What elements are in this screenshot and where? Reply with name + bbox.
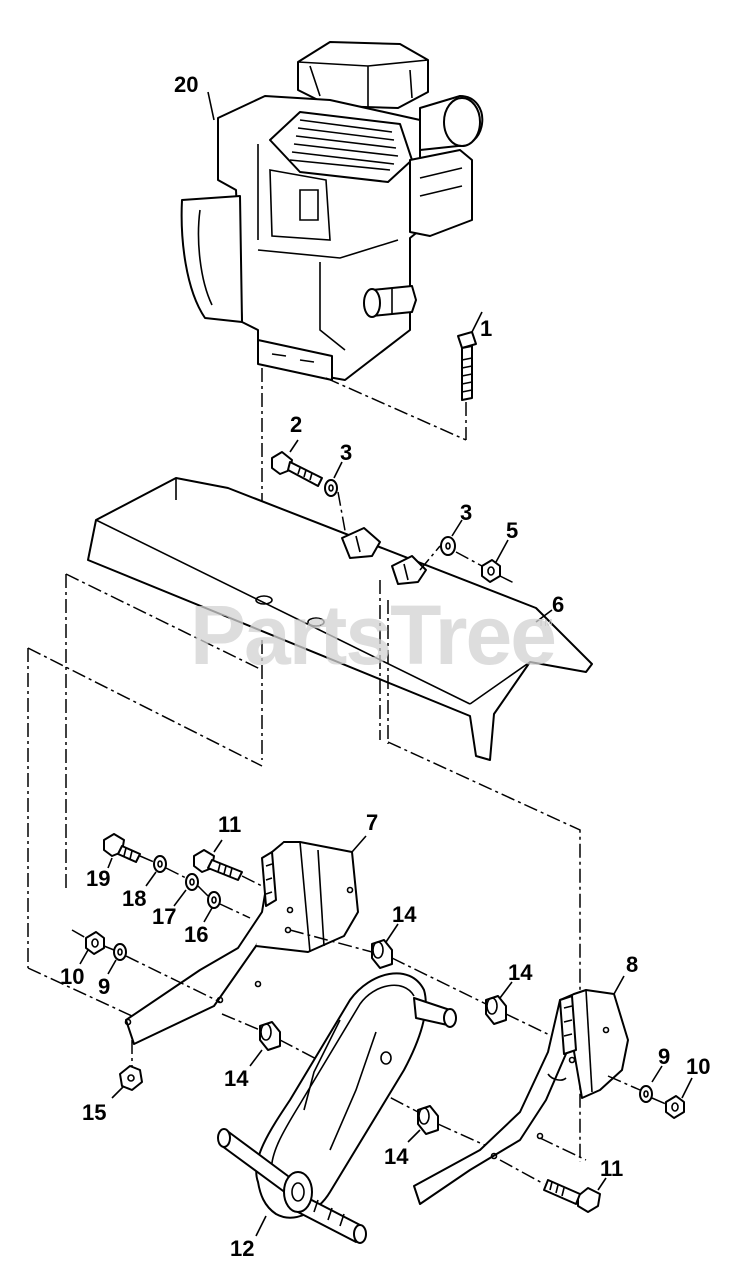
callout-9a: 9 xyxy=(98,974,110,999)
callout-2: 2 xyxy=(290,412,302,437)
callout-11b: 11 xyxy=(600,1156,623,1181)
nut-5[interactable] xyxy=(481,559,501,583)
engine[interactable] xyxy=(180,41,484,381)
spacer-14c[interactable] xyxy=(259,1021,281,1051)
watermark-trademark: TM xyxy=(538,618,552,629)
nut-15[interactable] xyxy=(119,1065,143,1091)
spacer-14a[interactable] xyxy=(371,939,393,969)
callout-14a: 14 xyxy=(392,902,417,927)
washer-9a[interactable] xyxy=(113,943,127,961)
washer-3b[interactable] xyxy=(440,536,456,556)
watermark: PartsTree xyxy=(190,588,555,682)
right-side-plate[interactable] xyxy=(413,989,629,1205)
washer-9b[interactable] xyxy=(639,1085,653,1103)
callout-labels: 20 1 2 3 3 5 6 7 11 19 18 17 16 14 14 14… xyxy=(60,72,710,1261)
bolt-19[interactable] xyxy=(103,833,141,863)
callout-3b: 3 xyxy=(460,500,472,525)
callout-6: 6 xyxy=(552,592,564,617)
callout-10b: 10 xyxy=(686,1054,710,1079)
spacer-14b[interactable] xyxy=(485,995,507,1025)
callout-19: 19 xyxy=(86,866,110,891)
spacer-14d[interactable] xyxy=(417,1105,439,1135)
callout-18: 18 xyxy=(122,886,146,911)
callout-16: 16 xyxy=(184,922,208,947)
callout-14b: 14 xyxy=(508,960,533,985)
callout-12: 12 xyxy=(230,1236,254,1261)
callout-9b: 9 xyxy=(658,1044,670,1069)
callout-10a: 10 xyxy=(60,964,84,989)
callout-1: 1 xyxy=(480,316,492,341)
washer-18[interactable] xyxy=(153,855,167,873)
nut-10a[interactable] xyxy=(85,931,105,955)
callout-14d: 14 xyxy=(384,1144,409,1169)
bolt-11b[interactable] xyxy=(543,1179,601,1213)
callout-3a: 3 xyxy=(340,440,352,465)
callout-11a: 11 xyxy=(218,812,241,837)
bolt-1[interactable] xyxy=(457,331,477,401)
callout-15: 15 xyxy=(82,1100,106,1125)
washer-17[interactable] xyxy=(185,873,199,891)
callout-17: 17 xyxy=(152,904,176,929)
tine-shield[interactable] xyxy=(87,477,593,761)
bolt-2[interactable] xyxy=(271,451,323,487)
callout-14c: 14 xyxy=(224,1066,249,1091)
callout-20: 20 xyxy=(174,72,198,97)
callout-5: 5 xyxy=(506,518,518,543)
callout-7: 7 xyxy=(366,810,378,835)
washer-16[interactable] xyxy=(207,891,221,909)
nut-10b[interactable] xyxy=(665,1095,685,1119)
left-side-plate[interactable] xyxy=(124,841,359,1045)
transmission[interactable] xyxy=(217,972,457,1244)
washer-3a[interactable] xyxy=(324,479,338,497)
callout-8: 8 xyxy=(626,952,638,977)
bolt-11a[interactable] xyxy=(193,849,243,881)
